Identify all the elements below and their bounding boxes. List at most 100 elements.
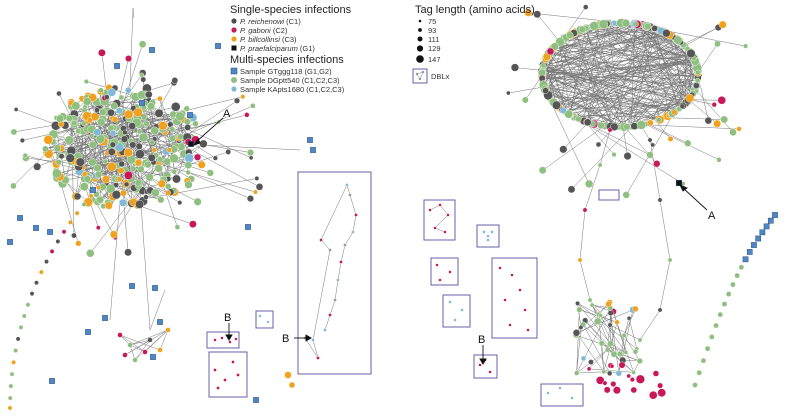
network-node [587,297,593,303]
network-node [228,340,232,344]
network-node [720,115,729,124]
network-edge [582,324,611,373]
network-node [135,149,145,159]
network-node [586,366,592,372]
network-node [714,40,721,48]
network-edge [563,98,690,111]
network-edge [541,72,615,155]
network-node [610,122,619,131]
network-node [125,86,132,94]
network-node [685,93,695,103]
network-node [88,133,95,139]
network-node [96,185,101,191]
network-edge [312,249,331,341]
gtggg118-node [245,224,251,230]
network-node [585,179,594,188]
network-node [583,4,589,10]
legend-size-label-93: 93 [428,26,436,35]
gtggg118-node [90,187,96,193]
dblx-box-right-4 [491,257,538,339]
network-node [490,230,494,234]
network-edge [129,344,146,353]
network-edge [623,318,630,336]
network-node [174,224,181,230]
network-node [138,132,149,143]
network-node [171,102,181,112]
network-node [193,197,202,206]
network-node [605,300,612,308]
network-node [117,332,123,338]
network-edge [546,37,567,93]
network-node [588,359,594,365]
network-node [614,319,620,325]
network-node [75,240,82,247]
network-node [564,109,573,119]
network-node [58,153,65,160]
network-node [746,249,753,255]
network-node [55,239,61,244]
network-node [550,42,559,51]
legend-label-reichenowi: P. reichenowi (C1) [240,17,301,26]
network-node [95,225,101,231]
network-node [102,158,108,165]
network-node [717,96,726,105]
network-node [75,157,85,167]
network-edge [176,142,190,180]
legend-size-label-129: 129 [428,44,441,53]
network-node [154,164,163,173]
network-node [503,298,507,302]
network-node [53,144,62,152]
network-node [631,370,636,375]
network-node [107,148,116,156]
network-node [93,163,102,172]
callout-b-left-top: B [224,312,231,324]
network-node [607,322,613,328]
network-node [193,153,202,161]
network-node [486,238,490,242]
network-node [351,230,355,234]
network-node [118,160,125,168]
network-node [164,183,172,190]
network-node [255,183,264,191]
callout-a-left: A [223,108,231,120]
network-node [610,350,618,358]
network-edge [544,88,660,120]
network-node [558,386,562,390]
network-node [73,192,82,201]
network-node [621,332,627,338]
network-edge [599,24,718,124]
network-edge [590,26,684,106]
network-node [138,40,147,48]
network-node [542,87,549,94]
network-node [136,128,143,135]
network-edge [570,34,614,127]
network-node [570,396,574,400]
network-edge [627,46,686,127]
network-node [197,160,206,169]
network-node [612,386,621,395]
network-node [49,249,55,254]
network-node [538,166,547,175]
network-node [216,386,220,390]
network-node [150,126,159,136]
network-edge [641,79,698,126]
legend-swatch-kapts1680 [231,86,237,92]
legend-size-label-111: 111 [428,35,439,44]
network-edge [548,23,636,54]
network-node [82,97,92,106]
network-edge [569,114,725,120]
praefalciparum-node [188,141,194,147]
network-node [607,370,613,376]
network-edge [576,332,604,372]
network-node [448,270,452,274]
network-node [177,200,183,206]
network-node [738,264,745,270]
network-node [71,101,81,111]
gtggg118-node [215,43,221,49]
network-edge [586,23,609,123]
network-node [623,152,632,161]
network-edge [320,184,348,241]
network-node [125,55,132,62]
network-node [107,88,117,97]
network-edge [557,39,678,107]
